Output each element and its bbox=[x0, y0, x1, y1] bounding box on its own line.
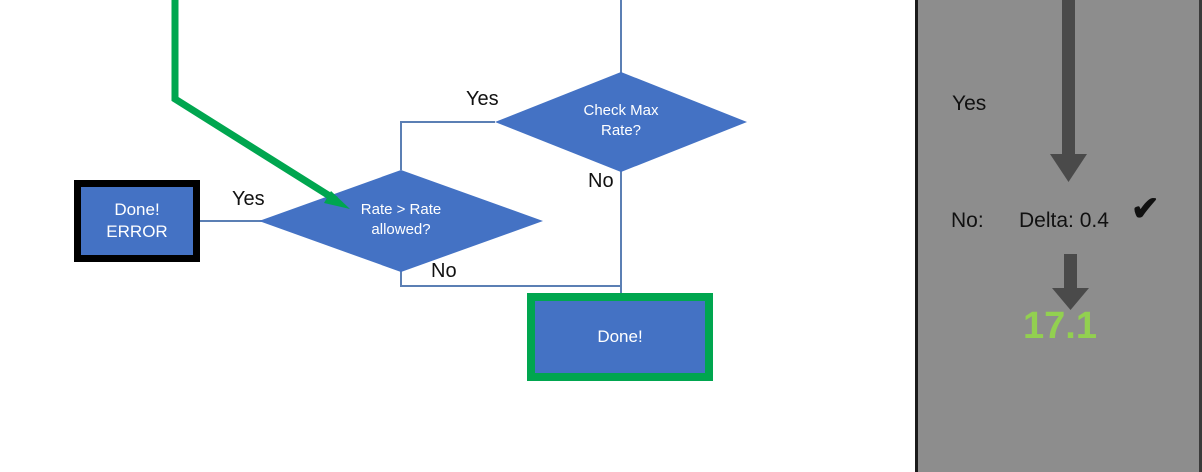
panel-delta-label: Delta: 0.4 bbox=[1019, 209, 1109, 232]
flowchart-shapes bbox=[171, 0, 747, 293]
decision-rate-allowed-shape[interactable] bbox=[259, 170, 543, 272]
panel-yes-label: Yes bbox=[952, 92, 987, 115]
edge-label-yes-from-maxrate: Yes bbox=[466, 88, 499, 110]
side-panel: Yes No: Delta: 0.4 ✔ 17.1 bbox=[915, 0, 1202, 472]
arrow-down-short-icon bbox=[1052, 254, 1089, 310]
panel-result-value: 17.1 bbox=[1023, 305, 1097, 347]
decision-check-max-rate-shape[interactable] bbox=[495, 72, 747, 172]
edge-label-yes-to-error: Yes bbox=[232, 188, 265, 210]
process-done[interactable]: Done! bbox=[527, 293, 713, 381]
flowchart-canvas: Rate > Rate allowed? Check Max Rate? Don… bbox=[74, 0, 747, 381]
arrow-down-long-icon bbox=[1050, 0, 1087, 182]
edge-label-no-from-rate: No bbox=[431, 260, 457, 282]
process-done-error-label: Done! ERROR bbox=[106, 199, 168, 241]
panel-no-label: No: bbox=[951, 209, 984, 232]
process-done-error[interactable]: Done! ERROR bbox=[74, 180, 200, 262]
check-mark-icon: ✔ bbox=[1131, 190, 1160, 228]
green-highlight-arrow bbox=[171, 0, 350, 209]
edge-label-no-from-maxrate: No bbox=[588, 170, 614, 192]
connector-no-rate-to-done bbox=[400, 268, 621, 287]
connector-yes-maxrate-to-rate bbox=[400, 121, 495, 170]
process-done-label: Done! bbox=[597, 326, 643, 346]
panel-arrow-shapes bbox=[1050, 0, 1089, 310]
